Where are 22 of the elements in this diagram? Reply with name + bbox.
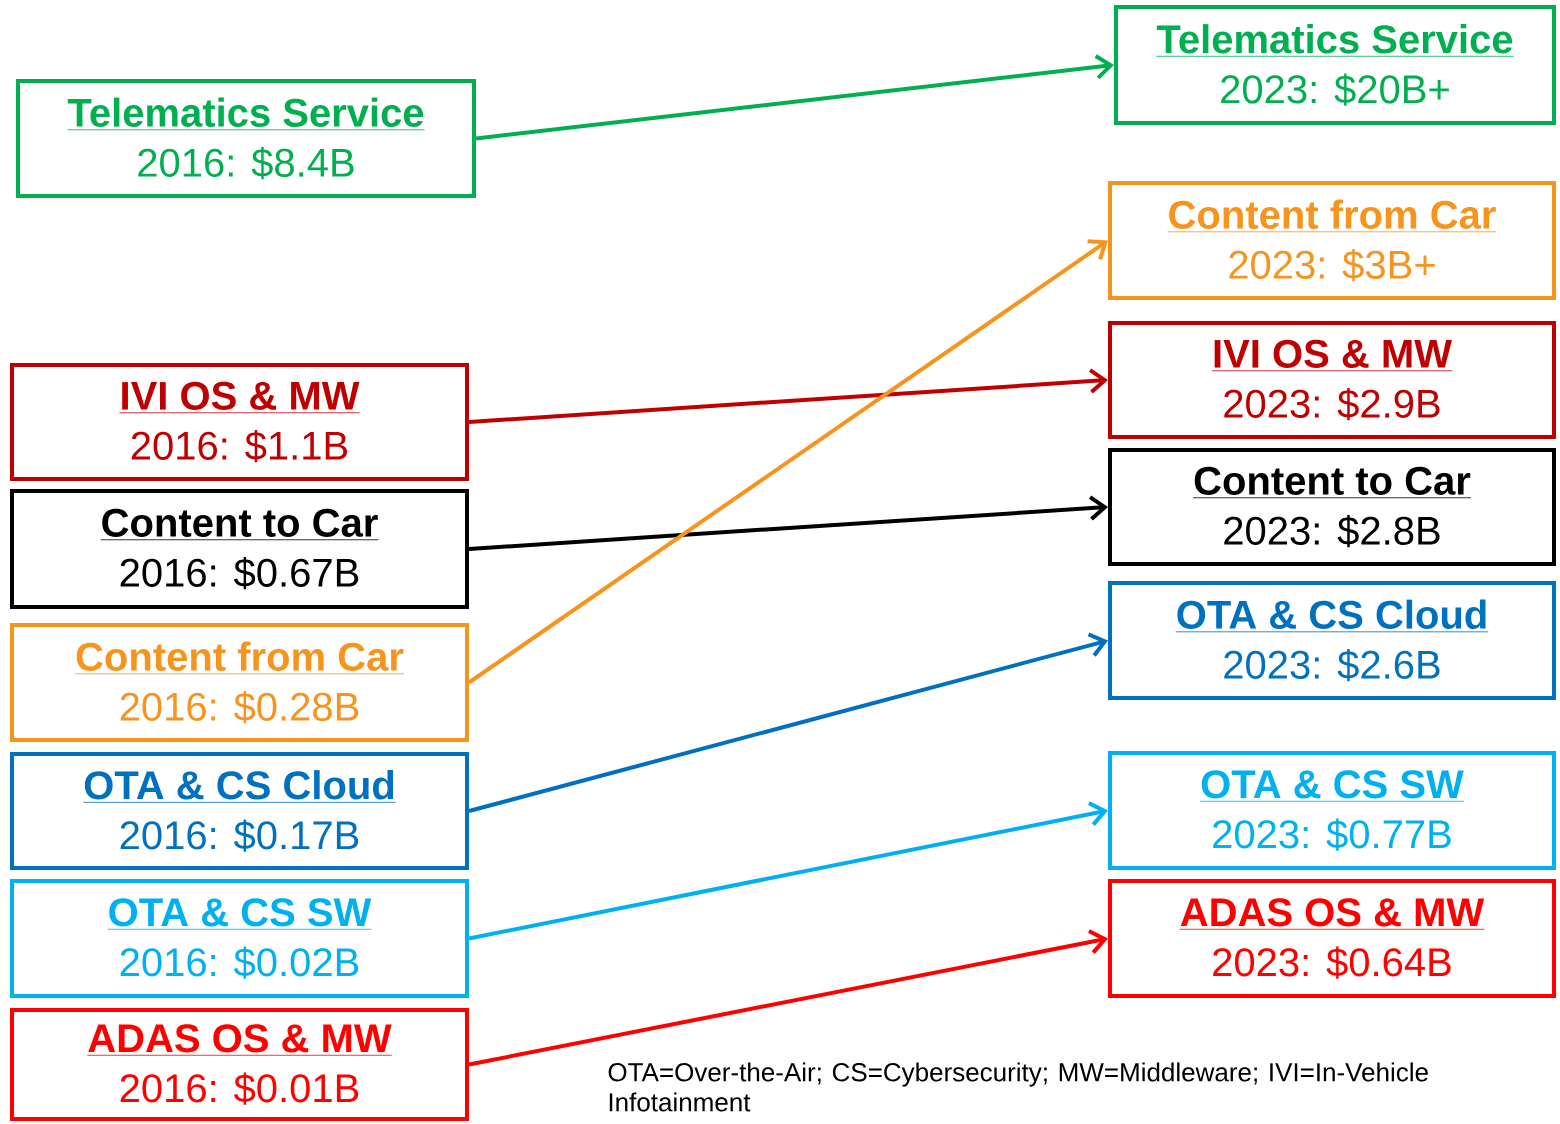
value-box: OTA & CS Cloud 2016: $0.17B — [10, 752, 469, 870]
value-box: Telematics Service 2023: $20B+ — [1114, 5, 1556, 125]
note-text: OTA=Over-the-Air; CS=Cybersecurity; MW=Middleware; IVI=In-Vehicle Infotainment — [608, 1062, 1428, 1112]
arrow — [475, 54, 1114, 141]
value-box: OTA & CS SW 2023: $0.77B — [1108, 751, 1556, 870]
value-box: Content to Car 2016: $0.67B — [10, 489, 469, 609]
value-box: OTA & CS SW 2016: $0.02B — [10, 879, 469, 998]
arrow — [468, 929, 1108, 1067]
value-box: Content from Car 2016: $0.28B — [10, 623, 469, 742]
value-box: ADAS OS & MW 2016: $0.01B — [10, 1008, 469, 1121]
arrow — [468, 495, 1108, 551]
value-box: Content to Car 2023: $2.8B — [1108, 448, 1556, 566]
arrow — [468, 632, 1108, 813]
value-box: Content from Car 2023: $3B+ — [1108, 181, 1556, 300]
arrow — [468, 368, 1108, 424]
value-box: ADAS OS & MW 2023: $0.64B — [1108, 879, 1556, 998]
value-box: Telematics Service 2016: $8.4B — [16, 79, 476, 198]
value-box: OTA & CS Cloud 2023: $2.6B — [1108, 581, 1556, 700]
arrow — [467, 239, 1108, 685]
value-box: IVI OS & MW 2016: $1.1B — [10, 363, 469, 481]
value-box: IVI OS & MW 2023: $2.9B — [1108, 321, 1556, 439]
arrow — [468, 801, 1108, 941]
